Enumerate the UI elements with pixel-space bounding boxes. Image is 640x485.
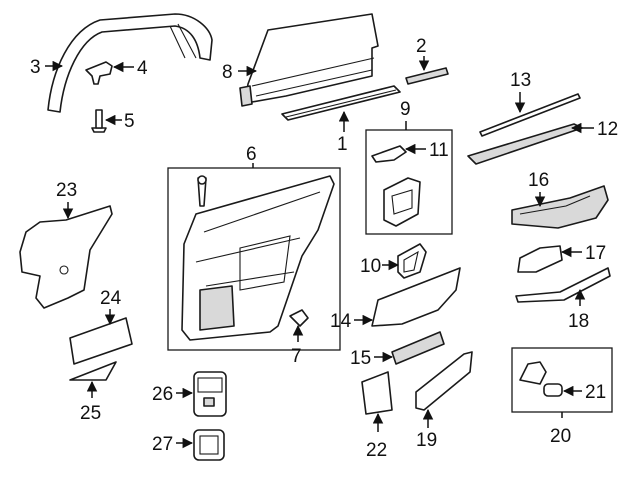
callout-10-label: 10 [360,256,381,277]
callout-22: 22 [366,412,387,461]
callout-21-label: 21 [585,382,606,403]
callout-9: 9 [400,99,411,130]
callout-3: 3 [30,57,64,78]
part-15-trim [391,331,445,365]
callout-7-label: 7 [291,346,302,367]
callout-1-label: 1 [337,134,348,155]
callout-16: 16 [528,170,549,208]
callout-23: 23 [56,180,77,220]
callout-15-label: 15 [350,348,371,369]
callout-18: 18 [568,288,589,332]
callout-15: 15 [350,348,394,369]
callout-17: 17 [560,243,606,264]
part-9-mount [383,177,421,227]
callout-11-label: 11 [429,140,449,161]
part-5-screw [91,109,107,133]
part-1-trim-strip [281,85,401,121]
callout-13-label: 13 [510,70,531,91]
callout-27: 27 [152,434,194,455]
part-19-trim [415,351,473,411]
callout-24-label: 24 [100,288,122,309]
part-7-clip [289,309,309,327]
callout-24: 24 [100,288,122,326]
callout-8: 8 [222,62,258,83]
callout-4-label: 4 [137,58,148,79]
part-20-holder [519,361,547,385]
part-14-armrest [371,267,461,327]
callout-8-label: 8 [222,62,233,83]
callout-1: 1 [337,110,350,155]
callout-5: 5 [104,111,135,132]
part-2-small-trim [405,67,449,85]
part-3-frame-molding [47,13,213,113]
part-6-door-panel [181,175,335,341]
callout-5-label: 5 [124,111,135,132]
callout-21: 21 [562,382,606,403]
callout-6-label: 6 [246,144,257,165]
callout-27-label: 27 [152,434,173,455]
callout-20: 20 [550,412,571,447]
part-23-insulation [19,205,113,309]
part-11-bracket [371,145,407,163]
callout-20-label: 20 [550,426,571,447]
part-8-sunshade [239,13,379,107]
callout-12: 12 [570,119,618,140]
callout-18-label: 18 [568,311,589,332]
callout-9-label: 9 [400,99,411,120]
callout-22-label: 22 [366,440,387,461]
part-17-bracket [517,245,563,273]
callout-11: 11 [404,140,449,161]
callout-19-label: 19 [416,430,437,451]
callout-12-label: 12 [597,119,618,140]
part-26-switch [193,371,227,417]
callout-3-label: 3 [30,57,41,78]
part-10-cover [397,243,427,279]
callout-7: 7 [291,324,304,367]
callout-26: 26 [152,384,194,405]
part-27-switch [193,429,225,461]
callout-14-label: 14 [330,311,352,332]
group-box-9 [365,129,453,235]
callout-17-label: 17 [585,243,606,264]
part-18-seal [515,267,611,303]
part-13-strip [479,93,581,137]
callout-16-label: 16 [528,170,549,191]
callout-2: 2 [416,36,430,72]
part-25-pad [69,361,117,381]
callout-6: 6 [246,144,257,168]
callout-4: 4 [112,58,148,79]
callout-10: 10 [360,256,400,277]
callout-26-label: 26 [152,384,173,405]
callout-25-label: 25 [80,403,101,424]
callout-23-label: 23 [56,180,77,201]
callout-2-label: 2 [416,36,427,57]
part-22-pad [361,371,393,415]
callout-14: 14 [330,311,374,332]
part-16-handle [511,185,609,229]
part-21-plug [543,383,563,397]
callout-25: 25 [80,380,101,424]
callout-19: 19 [416,408,437,451]
part-4-clip [85,61,113,85]
part-24-pad [69,317,133,365]
callout-13: 13 [510,70,531,114]
group-box-6 [167,167,341,351]
